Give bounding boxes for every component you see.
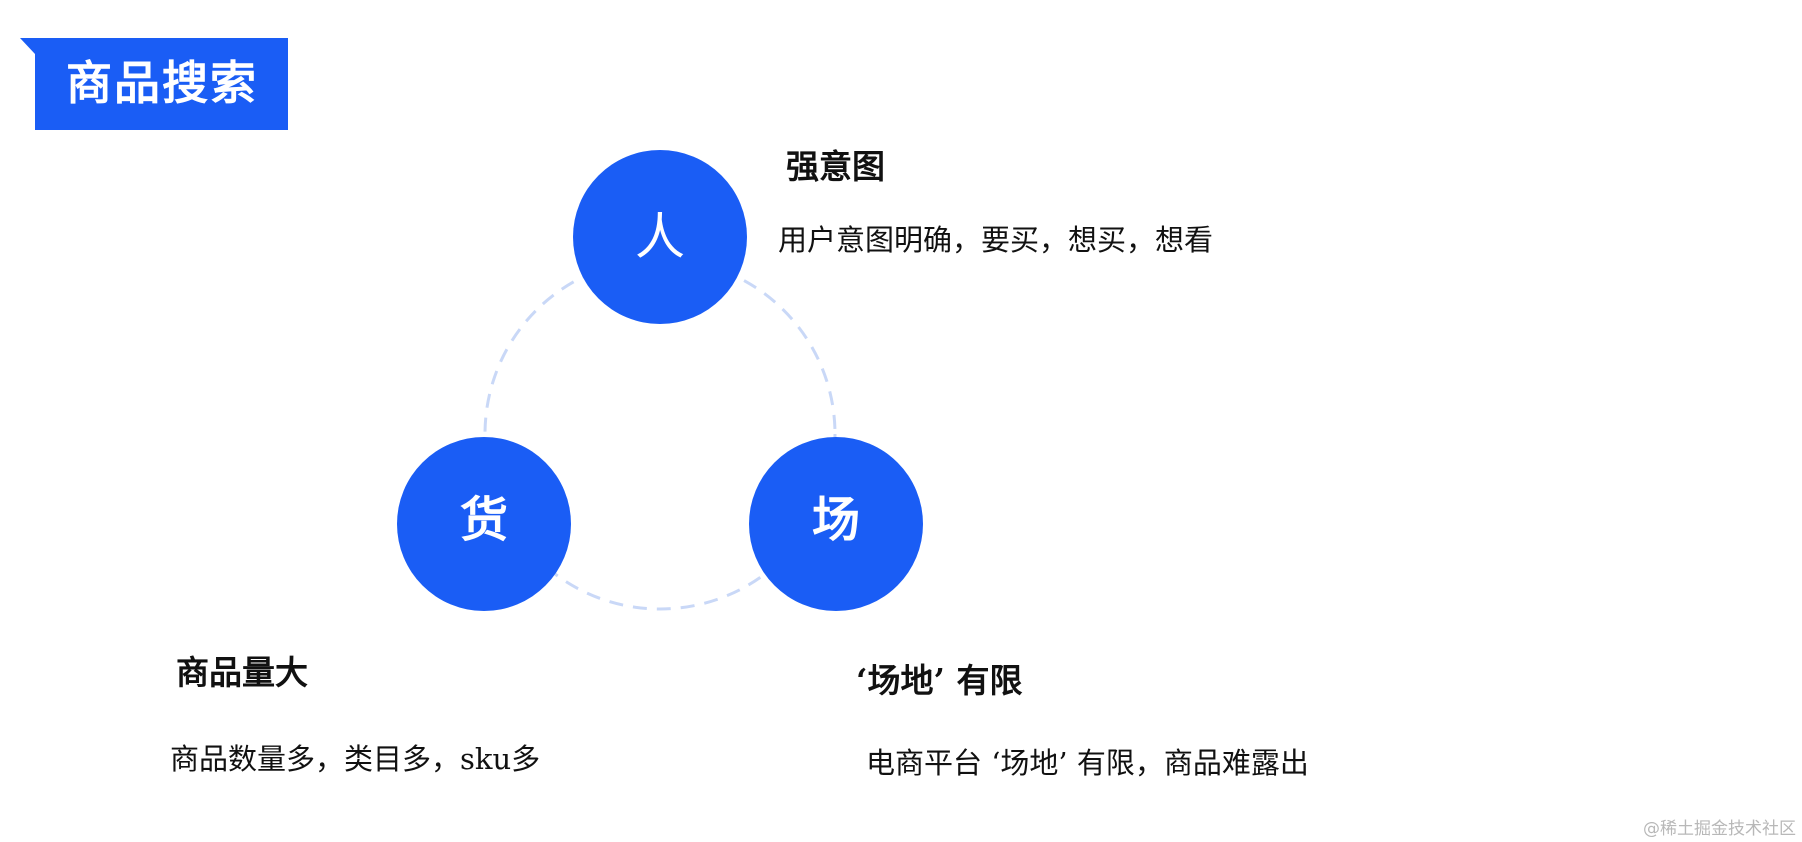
node-goods: 货 bbox=[397, 437, 571, 611]
node-venue-label: 场 bbox=[812, 492, 860, 548]
goods-heading: 商品量大 bbox=[176, 653, 308, 692]
page-title: 商品搜索 bbox=[66, 56, 258, 110]
node-person-label: 人 bbox=[635, 208, 685, 266]
node-person: 人 bbox=[573, 150, 747, 324]
person-description: 用户意图明确，要买，想买，想看 bbox=[778, 223, 1214, 257]
node-venue: 场 bbox=[749, 437, 923, 611]
person-heading: 强意图 bbox=[786, 147, 885, 186]
venue-heading: ‘场地’ 有限 bbox=[856, 661, 1023, 700]
node-person-circle bbox=[573, 150, 747, 324]
node-goods-label: 货 bbox=[460, 492, 508, 548]
node-venue-circle bbox=[749, 437, 923, 611]
goods-description: 商品数量多，类目多，sku多 bbox=[170, 742, 541, 776]
title-badge: 商品搜索 bbox=[20, 38, 288, 130]
node-goods-circle bbox=[397, 437, 571, 611]
watermark: @稀土掘金技术社区 bbox=[1643, 819, 1796, 839]
title-badge-shape bbox=[20, 38, 288, 130]
venue-description: 电商平台 ‘场地’ 有限，商品难露出 bbox=[866, 746, 1309, 780]
